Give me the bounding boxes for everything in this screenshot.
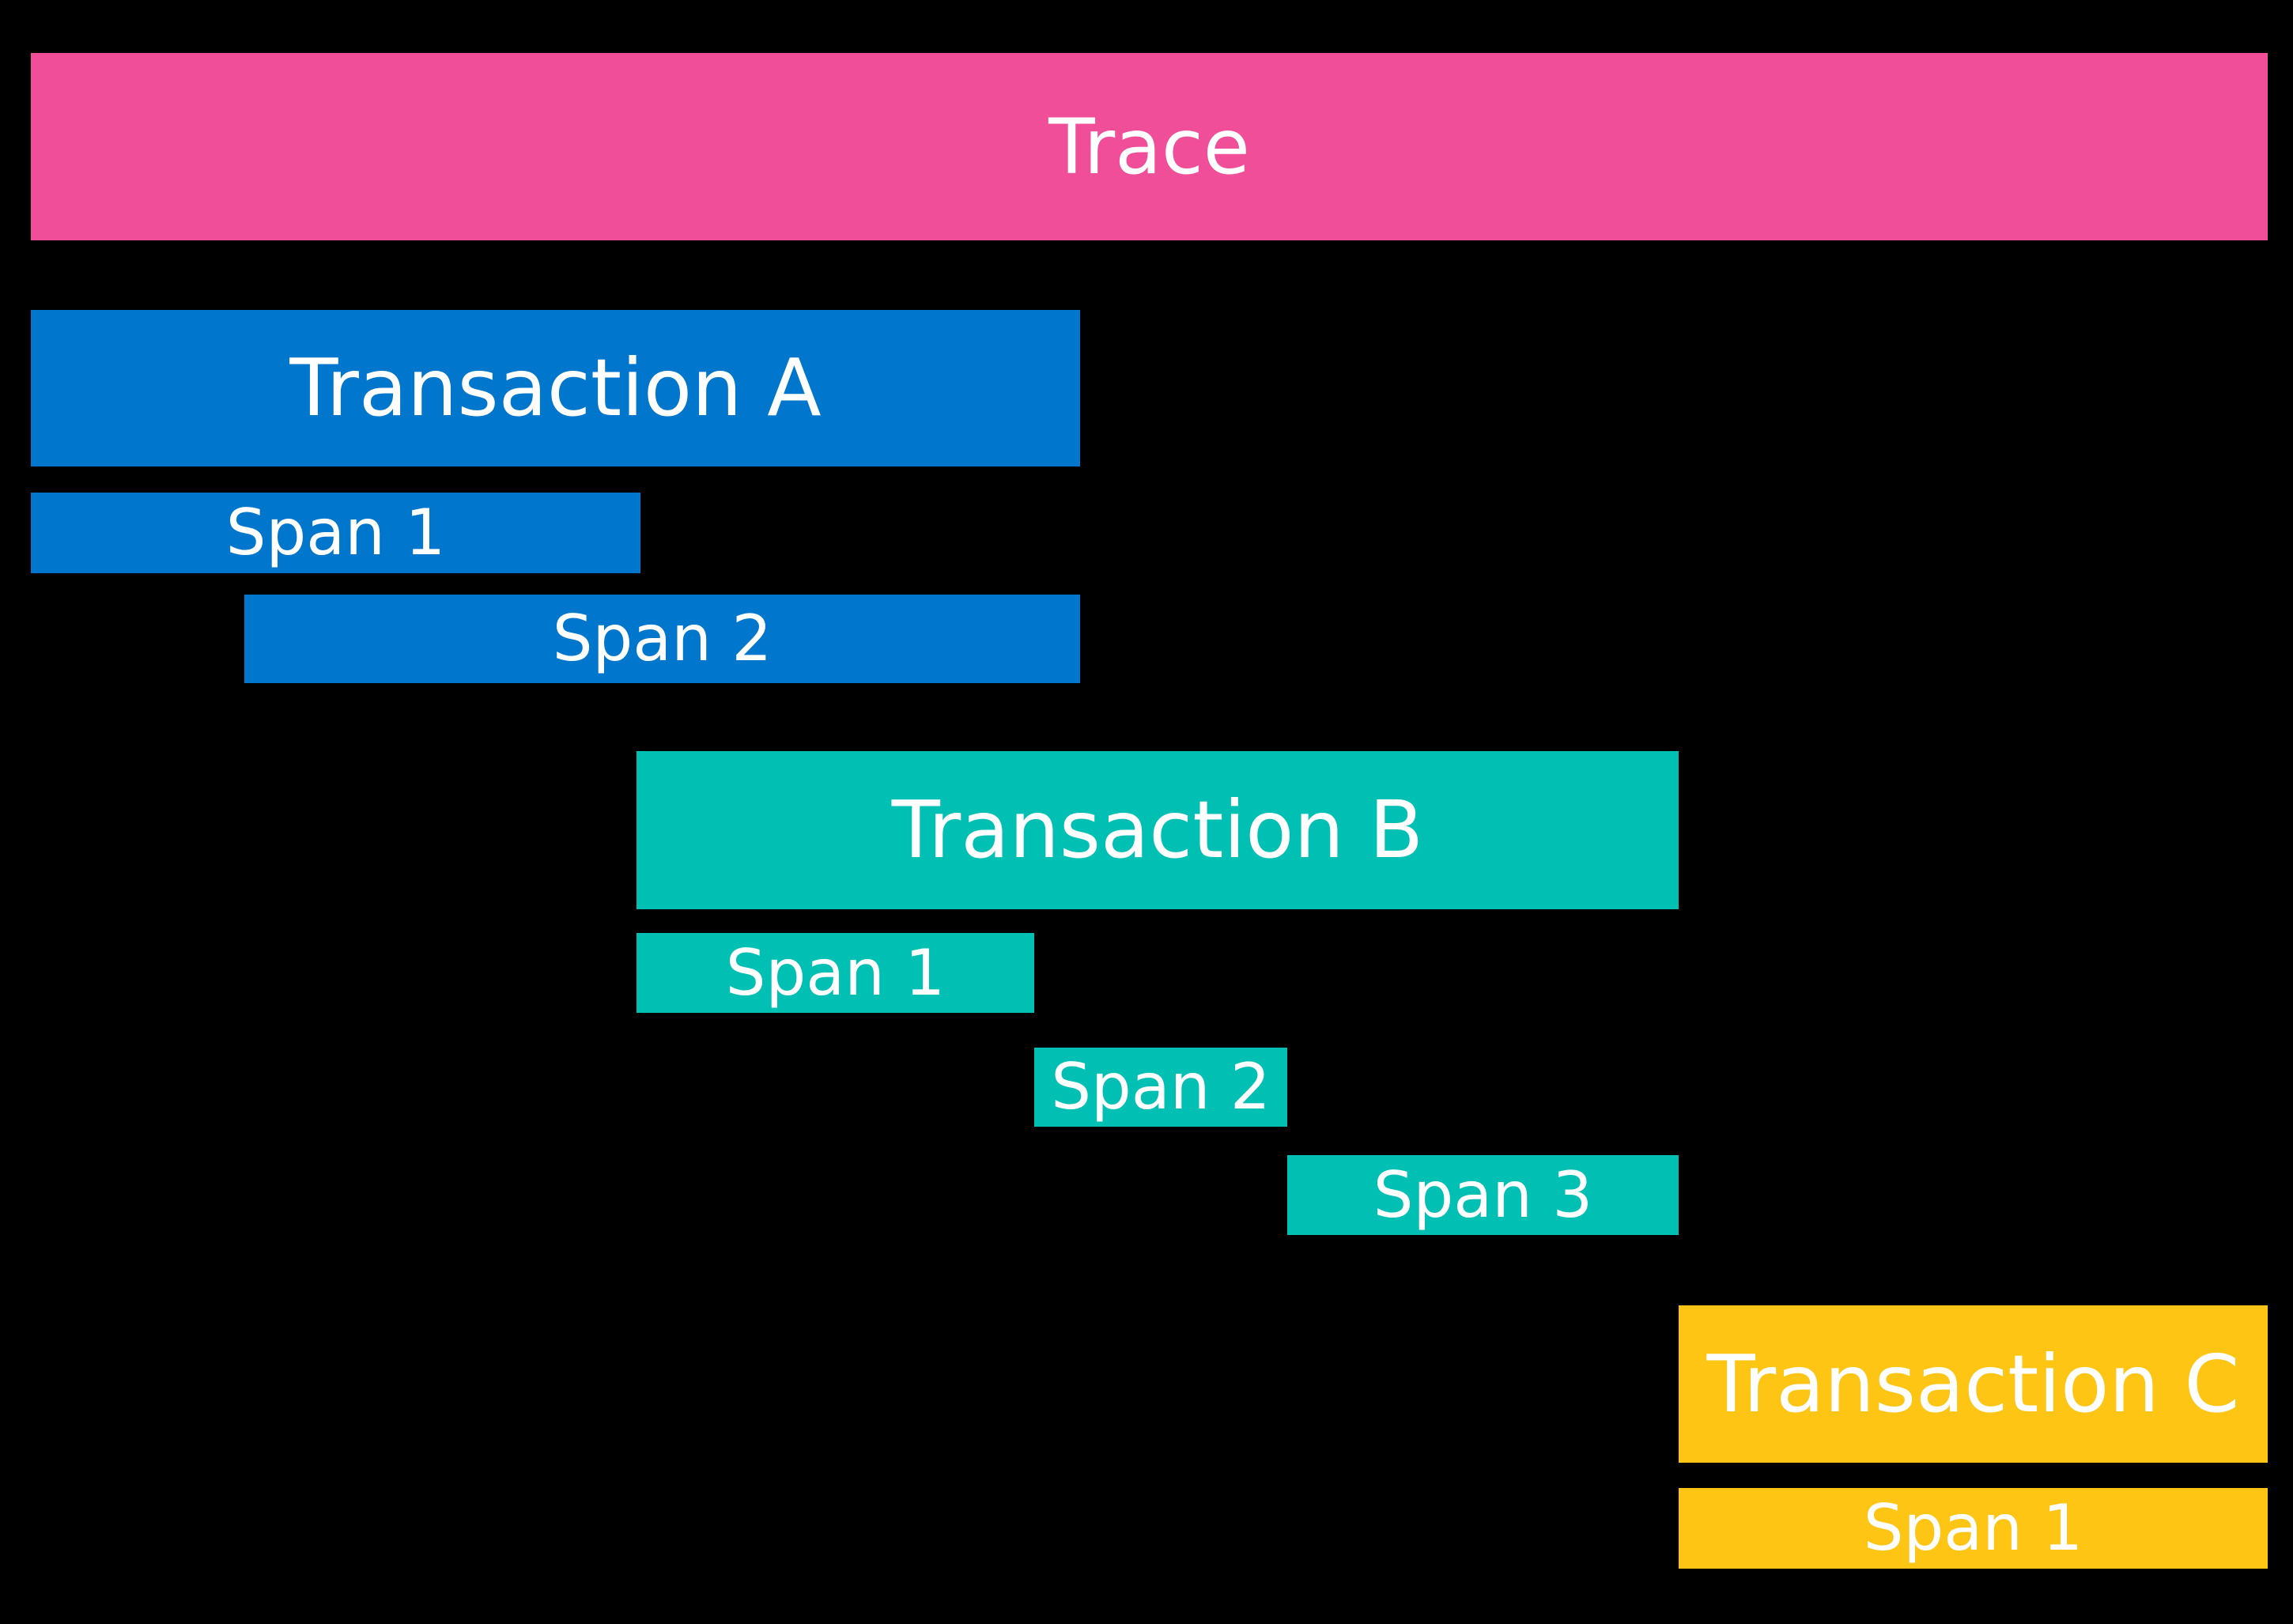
transaction-a-span-2-bar: Span 2 — [244, 595, 1080, 683]
transaction-b-span-2-bar: Span 2 — [1034, 1048, 1287, 1127]
transaction-b-span-2-label: Span 2 — [1051, 1050, 1271, 1124]
transaction-a-span-1-bar: Span 1 — [31, 493, 640, 573]
transaction-c-span-1-label: Span 1 — [1863, 1491, 2083, 1565]
transaction-a-span-1-label: Span 1 — [225, 496, 446, 569]
transaction-c-bar: Transaction C — [1679, 1305, 2268, 1463]
transaction-b-span-1-bar: Span 1 — [637, 933, 1034, 1013]
transaction-c-span-1-bar: Span 1 — [1679, 1488, 2268, 1569]
trace-label: Trace — [1048, 102, 1250, 191]
transaction-b-bar: Transaction B — [637, 751, 1679, 909]
transaction-c-label: Transaction C — [1706, 1337, 2240, 1430]
transaction-a-span-2-label: Span 2 — [552, 602, 773, 675]
transaction-b-label: Transaction B — [891, 784, 1424, 876]
transaction-b-span-1-label: Span 1 — [725, 935, 946, 1010]
transaction-a-bar: Transaction A — [31, 310, 1080, 466]
transaction-b-span-3-label: Span 3 — [1373, 1158, 1593, 1232]
transaction-a-label: Transaction A — [289, 342, 822, 434]
trace-bar: Trace — [31, 53, 2268, 240]
transaction-b-span-3-bar: Span 3 — [1287, 1155, 1679, 1235]
